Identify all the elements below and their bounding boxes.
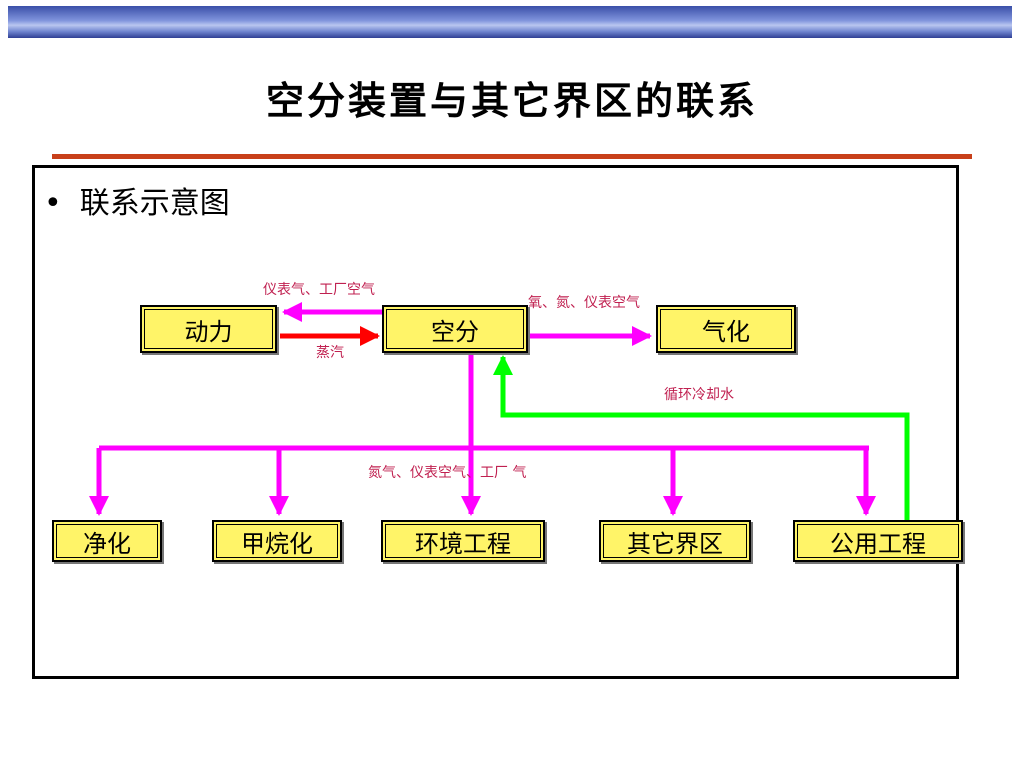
slide-title: 空分装置与其它界区的联系 xyxy=(265,78,758,123)
node-methanation: 甲烷化 xyxy=(212,520,342,562)
node-environmental: 环境工程 xyxy=(381,520,545,562)
node-utilities: 公用工程 xyxy=(793,520,963,562)
node-air-separation: 空分 xyxy=(382,305,528,353)
edge-cooling-water-arrow xyxy=(493,355,910,520)
node-power: 动力 xyxy=(140,305,277,353)
label-instrument-air: 仪表气、工厂空气 xyxy=(263,282,375,298)
label-cooling-water: 循环冷却水 xyxy=(664,387,734,403)
label-steam: 蒸汽 xyxy=(316,345,344,361)
label-oxygen-nitrogen: 氧、氮、仪表空气 xyxy=(528,295,640,311)
node-gasification: 气化 xyxy=(656,305,796,353)
bullet-dot-icon: • xyxy=(44,186,62,221)
bullet-item: • 联系示意图 xyxy=(44,178,230,222)
node-other-areas: 其它界区 xyxy=(599,520,751,562)
top-decorative-band xyxy=(8,6,1012,38)
bullet-text: 联系示意图 xyxy=(79,186,230,221)
title-underline xyxy=(52,154,972,159)
content-frame xyxy=(32,165,959,679)
label-distribution: 氮气、仪表空气、工厂 气 xyxy=(368,465,527,481)
node-purification: 净化 xyxy=(52,520,162,562)
